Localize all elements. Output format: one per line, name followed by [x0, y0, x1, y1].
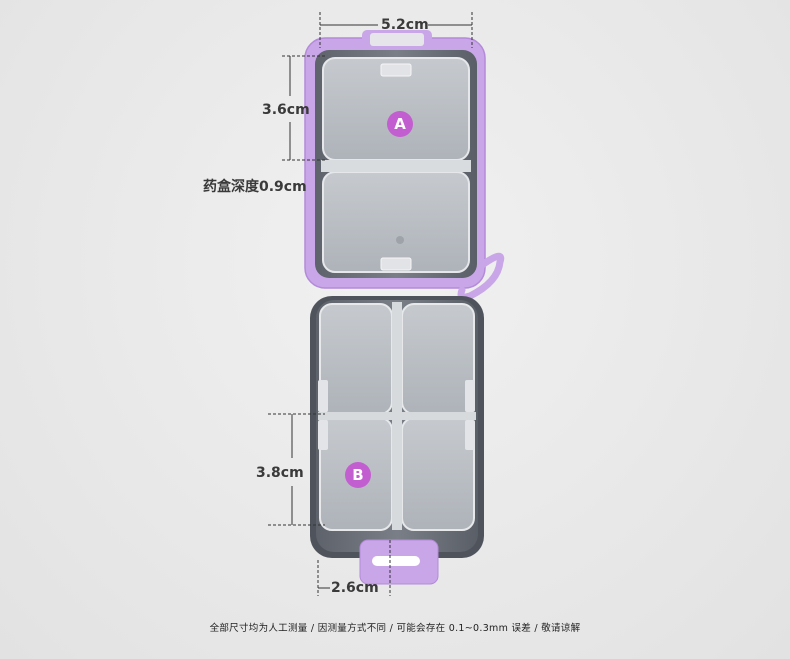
badge-a: A — [387, 111, 413, 137]
tray-b — [310, 296, 484, 585]
lid-a — [304, 30, 505, 301]
measurement-disclaimer: 全部尺寸均为人工测量 / 因测量方式不同 / 可能会存在 0.1~0.3mm 误… — [209, 623, 581, 634]
badge-b: B — [345, 462, 371, 488]
width-label: 5.2cm — [381, 17, 429, 33]
compartment-width-label: 2.6cm — [331, 580, 379, 596]
compartment-height-label: 3.8cm — [256, 465, 304, 481]
lid-height-label: 3.6cm — [262, 102, 310, 118]
depth-label: 药盒深度0.9cm — [203, 179, 307, 195]
dimension-lines — [268, 12, 473, 596]
